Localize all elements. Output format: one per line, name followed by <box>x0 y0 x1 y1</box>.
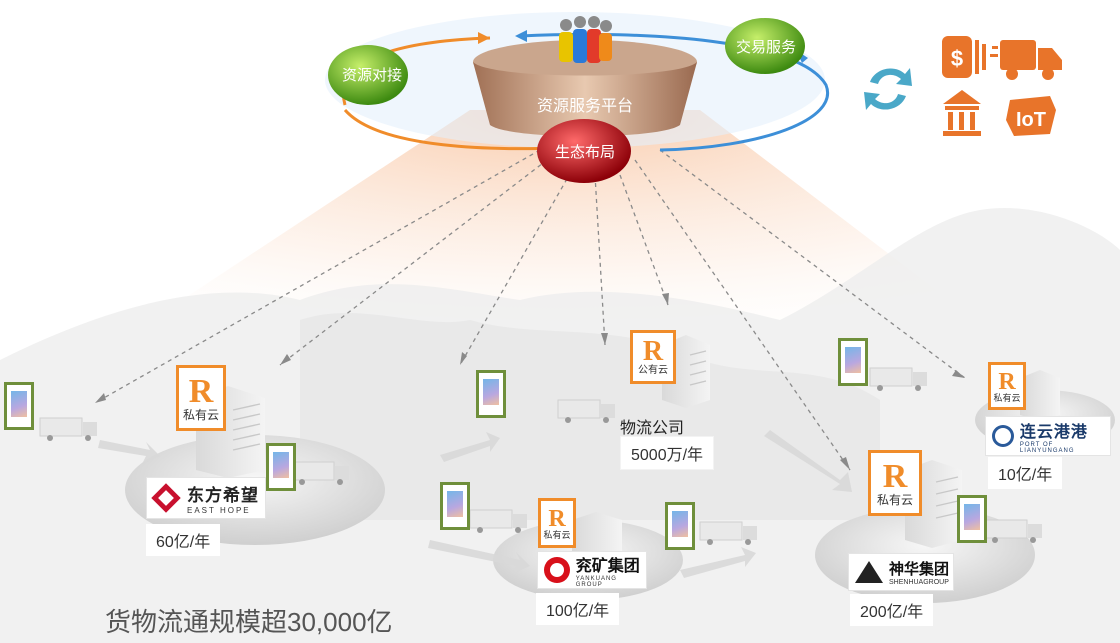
yankuang-logo: 兖矿集团 YANKUANG GROUP <box>537 551 647 589</box>
resource-docking-label: 资源对接 <box>341 67 402 84</box>
truck-graphics <box>39 367 1042 545</box>
summary-text: 货物流通规模超30,000亿 <box>105 607 393 637</box>
iot-icon: IoT <box>1006 96 1056 136</box>
svg-text:IoT: IoT <box>1016 109 1046 131</box>
bank-icon <box>943 90 981 136</box>
phone-icon <box>838 338 868 386</box>
shenhua-logo: 神华集团 SHENHUAGROUP <box>848 553 954 591</box>
lianyungang-building <box>1020 370 1060 421</box>
connection-lines <box>94 149 966 471</box>
trade-service-label: 交易服务 <box>735 39 796 56</box>
public-cloud-logistics: R 公有云 <box>630 330 676 384</box>
svg-text:$: $ <box>951 46 963 71</box>
phone-icon <box>4 382 34 430</box>
lianyungang-name-en: PORT OF LIANYUNGANG <box>1019 442 1075 454</box>
yankuang-name-en: YANKUANG GROUP <box>575 576 617 588</box>
private-cloud-shenhua: R 私有云 <box>868 450 922 516</box>
phone-icon <box>957 495 987 543</box>
logistics-name: 物流公司 <box>620 420 685 437</box>
ecosystem-label: 生态布局 <box>554 144 615 161</box>
phone-icon <box>476 370 506 418</box>
phone-icon <box>665 502 695 550</box>
lianyungang-logo: 连云港港 PORT OF LIANYUNGANG <box>985 416 1111 456</box>
yankuang-logo-mark <box>544 557 570 583</box>
easthope-name-cn: 东方希望 <box>187 486 259 505</box>
refresh-arrows-icon <box>864 68 912 110</box>
platform-drum <box>473 62 697 137</box>
orbit-blue-arc <box>519 32 830 152</box>
easthope-logo-mark <box>151 483 181 513</box>
yankuang-volume: 100亿/年 <box>536 593 620 625</box>
lianyungang-logo-mark <box>992 425 1014 447</box>
private-cloud-easthope: R 私有云 <box>176 365 226 431</box>
flow-arrows <box>98 430 852 578</box>
shenhua-logo-mark <box>855 561 883 583</box>
private-cloud-yankuang: R 私有云 <box>538 498 576 548</box>
easthope-logo: 东方希望 EAST HOPE <box>146 477 266 519</box>
shenhua-volume: 200亿/年 <box>850 594 934 626</box>
yankuang-name-cn: 兖矿集团 <box>575 558 640 575</box>
shenhua-name-en: SHENHUAGROUP <box>889 579 949 586</box>
easthope-name-en: EAST HOPE <box>187 506 251 515</box>
lianyungang-volume: 10亿/年 <box>988 457 1063 489</box>
private-cloud-lianyungang: R 私有云 <box>988 362 1026 410</box>
phone-icon <box>440 482 470 530</box>
trade-service-ball <box>725 18 805 74</box>
ecosystem-ball <box>537 119 631 183</box>
dollar-icon: $ <box>942 36 986 78</box>
logistics-volume: 5000万/年 <box>620 436 715 470</box>
easthope-volume: 60亿/年 <box>146 524 221 556</box>
truck-icon <box>990 40 1062 80</box>
shenhua-name-cn: 神华集团 <box>889 561 950 578</box>
resource-docking-ball <box>328 45 408 105</box>
people-icon <box>559 16 612 63</box>
phone-icon <box>266 443 296 491</box>
platform-label: 资源服务平台 <box>536 98 633 115</box>
lianyungang-name-cn: 连云港港 <box>1019 424 1088 441</box>
